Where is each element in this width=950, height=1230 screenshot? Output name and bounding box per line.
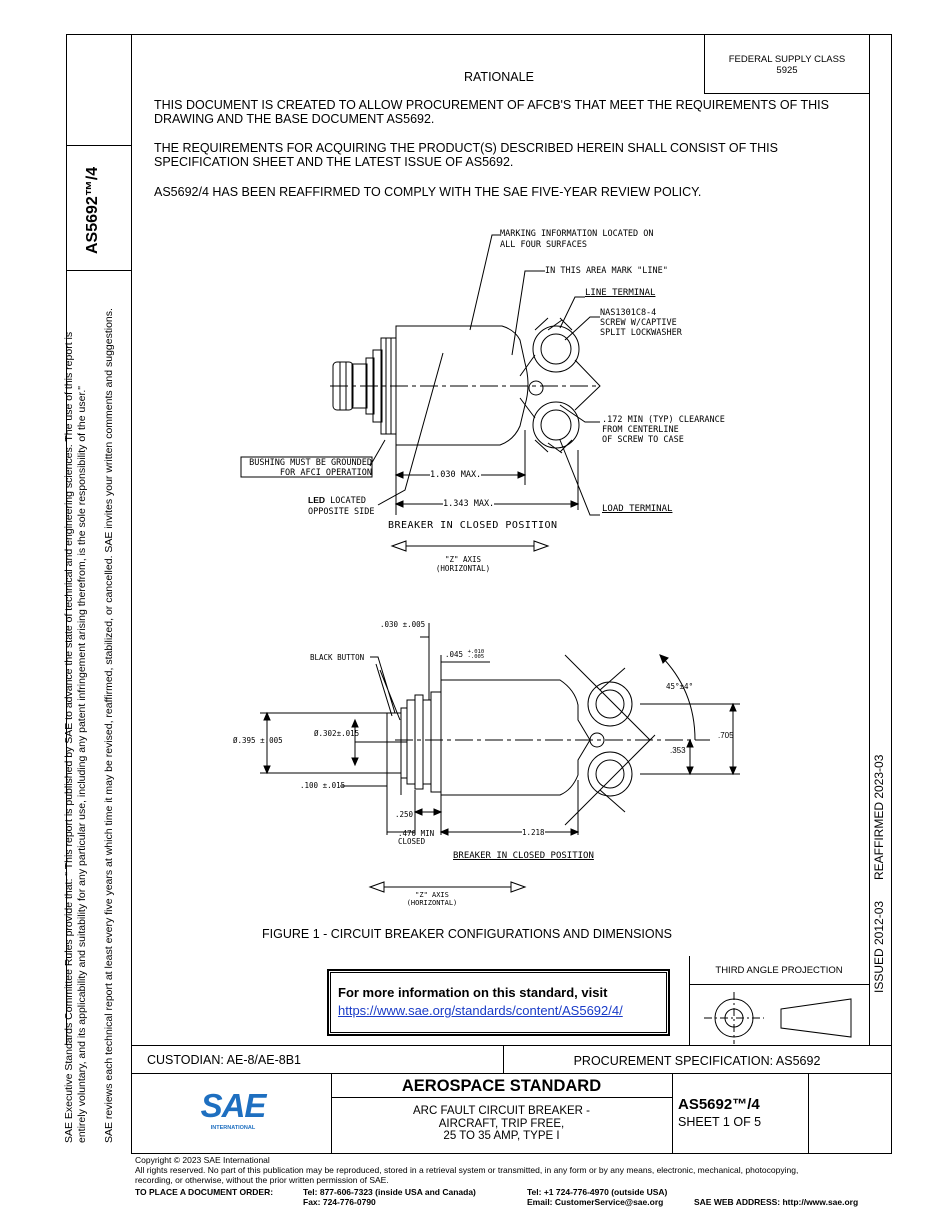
breaker-position-label-2: BREAKER IN CLOSED POSITION (453, 851, 594, 861)
side-note-line-3: SAE reviews each technical report at lea… (103, 308, 115, 1143)
rationale-paragraph-2: THE REQUIREMENTS FOR ACQUIRING THE PRODU… (154, 141, 778, 169)
dim-353: .353 (670, 746, 686, 755)
line-terminal-label: LINE TERMINAL (585, 288, 656, 298)
reaffirmed-date: REAFFIRMED 2023-03 (872, 754, 886, 880)
federal-supply-class-value: 5925 (776, 65, 798, 76)
aerospace-standard: AEROSPACE STANDARD (401, 1077, 602, 1095)
dim-705: .705 (718, 731, 734, 740)
drawing-breaker-dimensions: .030 ±.005 BLACK BUTTON .045 +.010 -.005… (220, 615, 740, 915)
marking-note: MARKING INFORMATION LOCATED ON ALL FOUR … (500, 229, 654, 250)
order-label: TO PLACE A DOCUMENT ORDER: (135, 1187, 274, 1197)
doc-number: AS5692™/4 (678, 1096, 760, 1113)
third-angle-label: THIRD ANGLE PROJECTION (715, 965, 843, 976)
issued-date: ISSUED 2012-03 (872, 900, 886, 993)
z-axis-label-2: "Z" AXIS (HORIZONTAL) (406, 891, 458, 907)
document-title: ARC FAULT CIRCUIT BREAKER - AIRCRAFT, TR… (412, 1105, 590, 1142)
federal-supply-class-label: FEDERAL SUPPLY CLASS (728, 54, 846, 65)
dim-1030: 1.030 MAX. (430, 470, 482, 480)
info-box-title: For more information on this standard, v… (338, 985, 608, 1000)
dim-030: .030 ±.005 (380, 620, 426, 629)
z-axis-label: "Z" AXIS (HORIZONTAL) (435, 555, 491, 573)
sae-logo: SAE INTERNATIONAL (200, 1087, 267, 1132)
dim-395: Ø.395 ±.005 (233, 736, 283, 745)
side-note-line-1: SAE Executive Standards Committee Rules … (63, 331, 75, 1143)
info-box (327, 969, 670, 1036)
sae-web-address[interactable]: SAE WEB ADDRESS: http://www.sae.org (694, 1197, 859, 1207)
dim-1218: 1.218 (522, 828, 545, 837)
black-button-label: BLACK BUTTON (310, 653, 365, 662)
dim-302: Ø.302±.015 (314, 729, 360, 738)
standard-link[interactable]: https://www.sae.org/standards/content/AS… (338, 1003, 623, 1018)
third-angle-projection: THIRD ANGLE PROJECTION (689, 956, 869, 1045)
doc-number-vertical: AS5692™/4 (84, 166, 101, 254)
order-us-contact: Tel: 877-606-7323 (inside USA and Canada… (303, 1187, 476, 1207)
load-terminal-label: LOAD TERMINAL (602, 504, 673, 514)
rationale-paragraph-1: THIS DOCUMENT IS CREATED TO ALLOW PROCUR… (154, 98, 829, 126)
led-note: LED LOCATED OPPOSITE SIDE (308, 495, 375, 517)
line-area-note: IN THIS AREA MARK "LINE" (545, 266, 668, 276)
dim-470: .470 MIN CLOSED (398, 829, 435, 846)
side-note-line-2: entirely voluntary, and its applicabilit… (76, 385, 88, 1143)
order-intl-contact: Tel: +1 724-776-4970 (outside USA) Email… (527, 1187, 668, 1207)
custodian: CUSTODIAN: AE-8/AE-8B1 (147, 1053, 301, 1067)
dim-100: .100 ±.015 (300, 781, 346, 790)
info-box-inner (330, 972, 667, 1033)
screw-note: NAS1301C8-4 SCREW W/CAPTIVE SPLIT LOCKWA… (600, 308, 682, 338)
angle-label: 45°±4° (666, 682, 694, 691)
clearance-note: .172 MIN (TYP) CLEARANCE FROM CENTERLINE… (602, 415, 725, 445)
rationale-paragraph-3: AS5692/4 HAS BEEN REAFFIRMED TO COMPLY W… (154, 185, 702, 199)
dim-1343: 1.343 MAX. (443, 499, 495, 509)
drawing-breaker-top: MARKING INFORMATION LOCATED ON ALL FOUR … (230, 225, 730, 575)
sheet-number: SHEET 1 OF 5 (678, 1115, 762, 1129)
rationale-title: RATIONALE (464, 70, 534, 84)
dim-045: .045 +.010 -.005 (445, 649, 485, 660)
procurement-spec: PROCUREMENT SPECIFICATION: AS5692 (573, 1054, 821, 1068)
footer-legal: Copyright © 2023 SAE International All r… (135, 1155, 799, 1185)
dim-250: .250 (395, 810, 414, 819)
bushing-note: BUSHING MUST BE GROUNDED FOR AFCI OPERAT… (249, 458, 372, 478)
figure-caption: FIGURE 1 - CIRCUIT BREAKER CONFIGURATION… (262, 927, 672, 941)
breaker-position-label: BREAKER IN CLOSED POSITION (388, 520, 558, 531)
